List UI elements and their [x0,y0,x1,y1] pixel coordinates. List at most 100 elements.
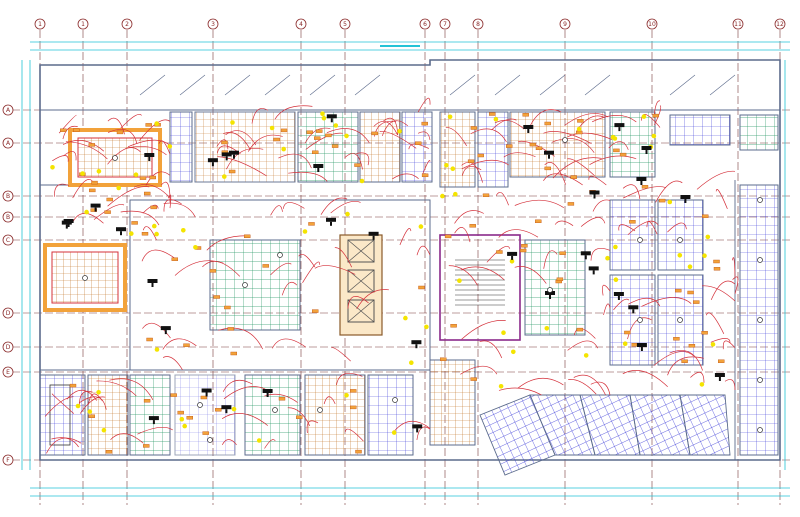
circuit-wire [110,433,144,444]
downlight [544,326,550,331]
light-fixture [224,305,231,310]
circuit-wire [590,248,611,261]
row-bubble: A [2,104,14,116]
circuit-wire [514,266,547,284]
column-bubble-label: 9 [563,21,567,28]
row-bubble: D [2,307,14,319]
downlight [576,126,582,132]
circuit-wire [564,113,609,126]
circuit-wire [278,153,312,169]
downlight [391,430,397,435]
circuit-wire [120,210,160,226]
circuit-wire [715,189,728,210]
circuit-wire [127,139,171,148]
circuit-wire [107,117,125,135]
fixture-tag-stem [94,207,97,212]
angled-wing [479,394,731,476]
light-fixture [88,143,96,147]
light-fixture [230,351,238,356]
circuit-wire [461,159,509,170]
fixture-tag-stem [416,428,419,433]
fixture-tag [148,416,159,421]
fixture-tag [628,305,639,310]
circuit-wire [495,192,509,206]
downlight [403,315,408,321]
circuit-wire [326,128,370,143]
downlight [230,120,235,125]
circuit-wire [344,153,363,170]
light-fixture [641,185,649,189]
downlight [511,349,516,355]
column-bubble: 1 [34,18,46,30]
row-bubble-label: A [6,140,11,147]
light-fixture [116,130,124,135]
circuit-wire [334,247,353,268]
circuit-wire [503,152,536,158]
circuit-wire [667,222,687,233]
circuit-wire [344,428,364,442]
light-fixture [213,295,220,299]
circuit-wire [107,147,141,165]
light-fixture [312,150,319,155]
circuit-wire [270,262,292,275]
downlight [181,228,186,233]
circuit-wire [93,204,125,220]
circuit-wire [330,200,361,214]
circuit-wire [167,194,172,209]
light-fixture [141,231,149,236]
circuit-wire [696,170,736,190]
downlight [440,193,445,199]
circuit-wire [543,131,592,144]
circuit-wire [603,303,611,315]
downlight [641,114,647,119]
light-fixture [90,208,98,212]
fixture-tag [580,251,591,256]
light-fixture [215,408,222,412]
downlight [182,423,187,429]
sprinkler-head [757,197,763,203]
fixture-tag [313,164,324,168]
circuit-wire [590,381,611,396]
downlight [333,123,339,128]
light-fixture [519,248,527,253]
light-fixture [350,405,357,410]
row-bubble-label: B [6,214,10,221]
circuit-wire [271,338,307,349]
column-bubble: 6 [419,18,431,30]
circuit-wire [591,115,637,123]
circuit-wire [46,437,82,454]
circuit-wire [567,132,613,140]
downlight [133,172,139,177]
light-fixture [139,176,147,180]
circuit-wire [588,175,607,186]
circuit-wire [448,265,478,286]
downlight [612,136,618,141]
downlight [167,144,173,149]
circuit-wire [669,350,703,371]
circuit-wire [552,157,602,179]
fixture-tag [201,388,212,393]
fixture-tag-stem [330,118,333,123]
sprinkler-head [562,137,568,143]
fixture-tag [545,291,555,295]
circuit-wire [281,281,298,296]
circuit-wire [724,379,736,391]
circuit-wire [710,280,736,301]
circuit-wire [543,250,558,269]
circuit-wire [302,261,320,283]
circuit-wire [552,138,595,153]
fixture-tag [90,203,101,208]
circuit-wire [573,374,606,396]
circuit-wire [722,340,736,350]
light-fixture [444,234,452,239]
downlight [281,146,287,152]
circuit-wire [226,148,264,170]
light-fixture [688,344,696,348]
light-fixture [243,234,251,239]
circuit-wire [667,356,704,376]
fixture-tag-stem [640,181,643,185]
light-fixture [535,219,542,224]
fixture-tag-stem [415,344,418,349]
sprinkler-head [317,407,323,413]
